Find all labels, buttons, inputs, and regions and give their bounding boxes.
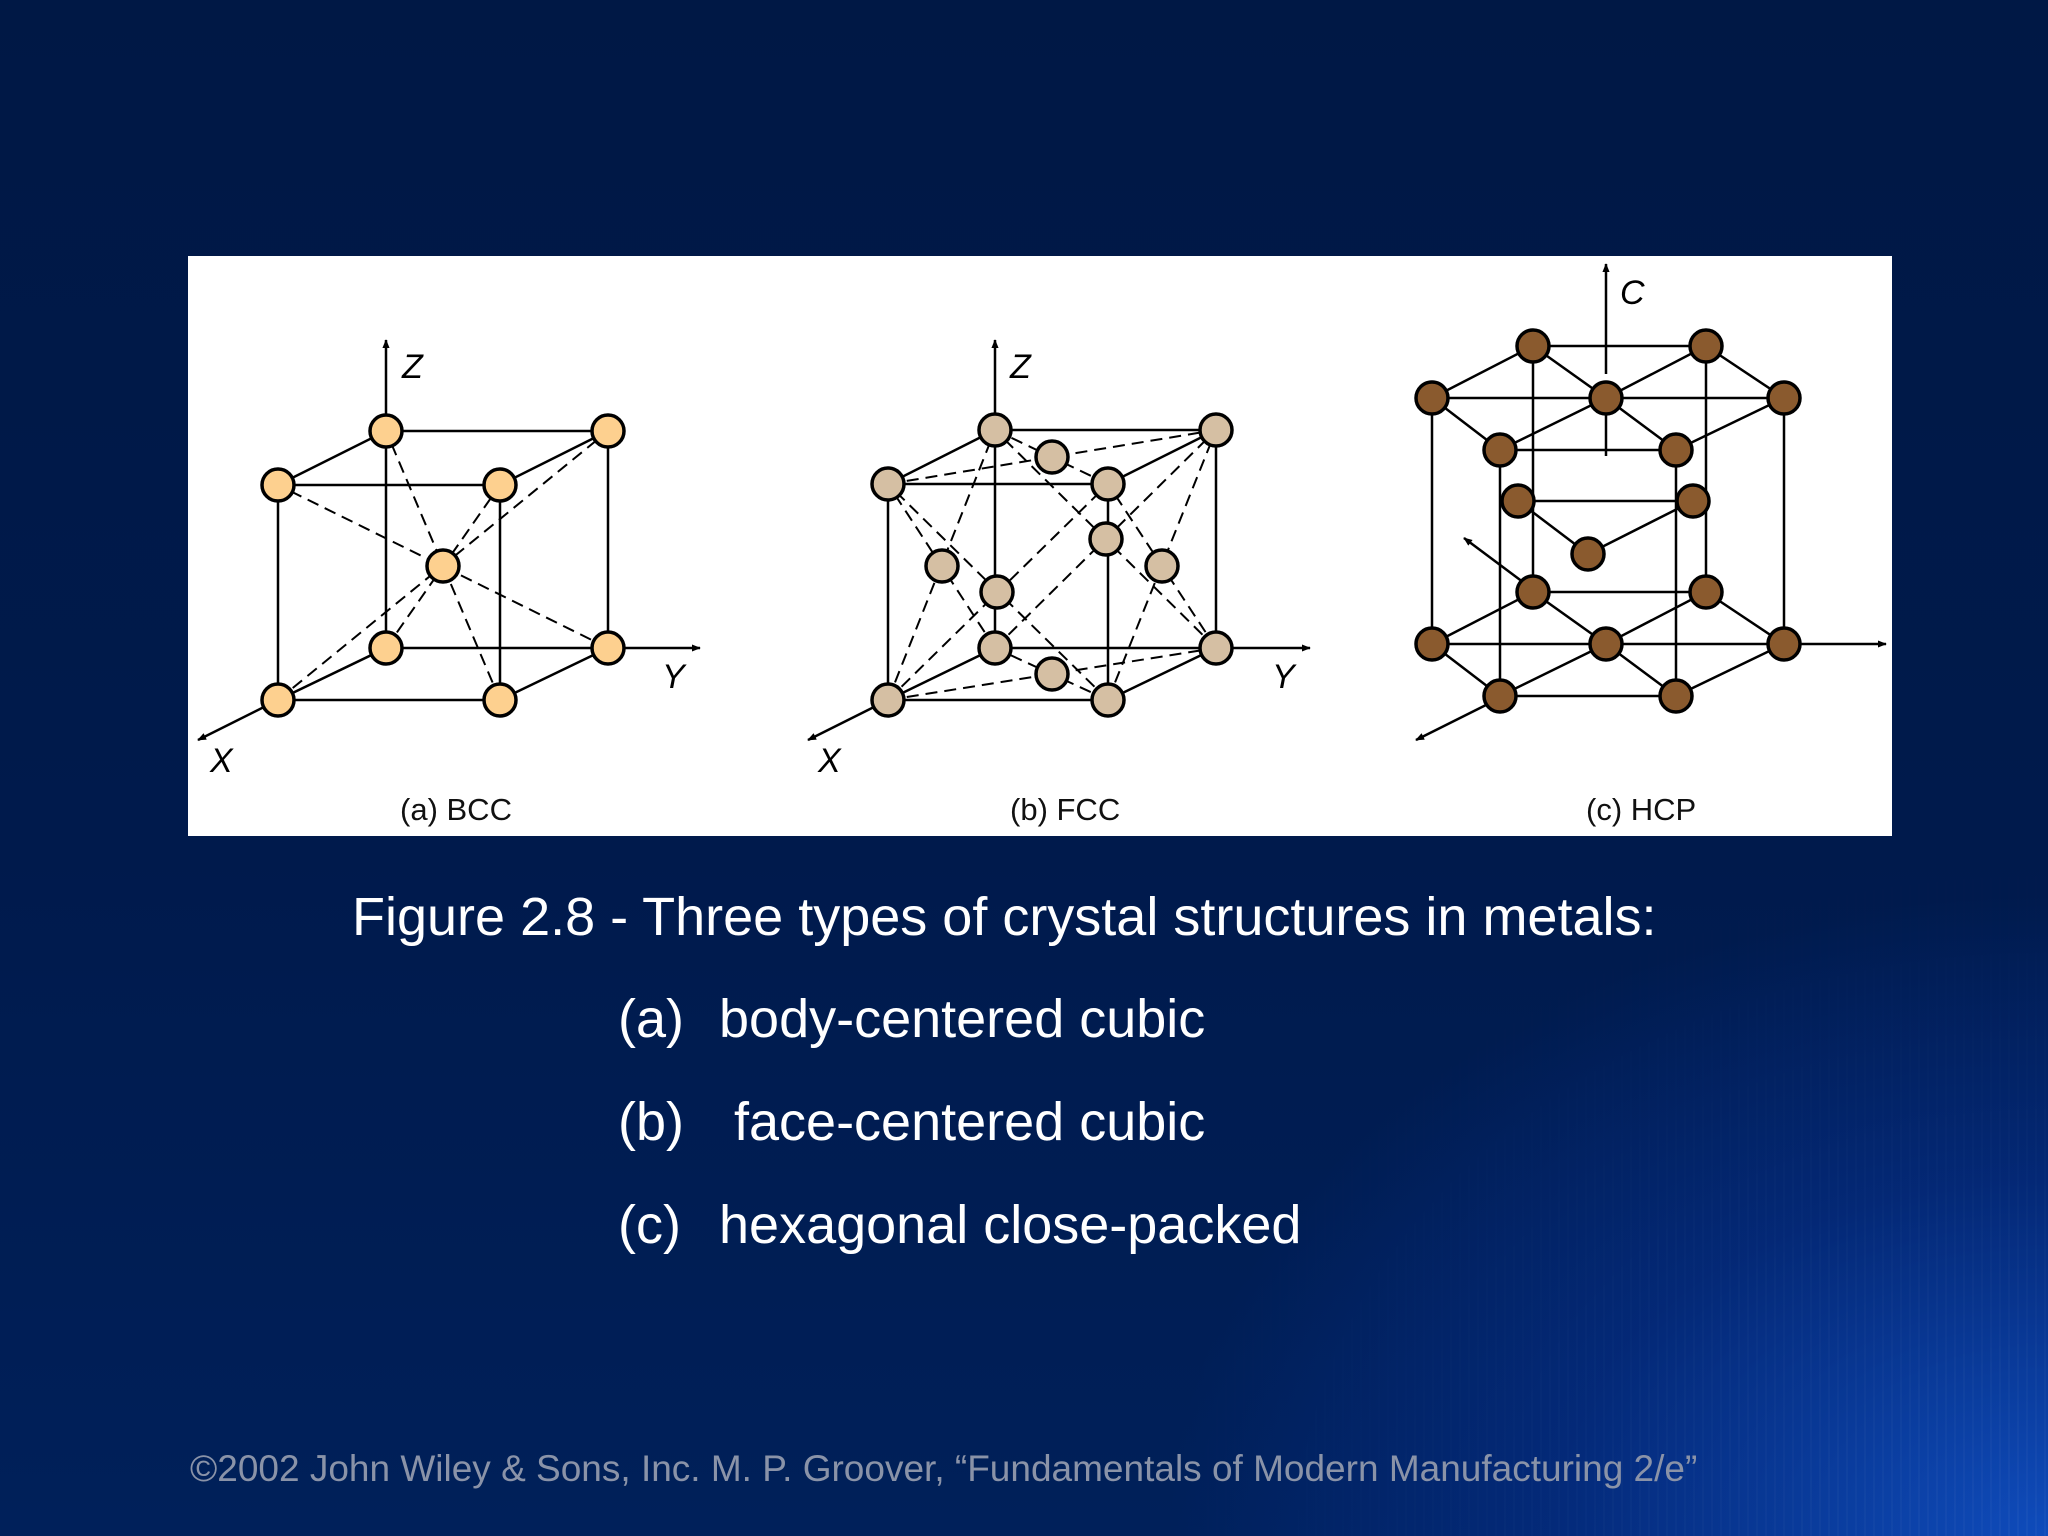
fcc-z-label: Z <box>1009 348 1032 386</box>
atom <box>1766 626 1802 662</box>
caption-item-text: face-centered cubic <box>719 1092 1206 1152</box>
atom <box>1675 483 1711 519</box>
background-stripes <box>1000 760 2048 1536</box>
bcc-y-label: Y <box>662 658 687 696</box>
atom <box>1500 483 1536 519</box>
hcp-axis-labels: C <box>1620 274 1645 312</box>
caption-item-fcc: (b) face-centered cubic <box>618 1091 1205 1153</box>
atom <box>1034 656 1070 692</box>
bcc-z-label: Z <box>401 348 424 386</box>
atom <box>1515 574 1551 610</box>
fcc-cube-edges <box>886 428 1218 702</box>
atom <box>482 467 518 503</box>
atom <box>1088 521 1124 557</box>
atom <box>260 682 296 718</box>
atom <box>1570 536 1606 572</box>
fcc-axis-labels: Z Y X <box>817 348 1297 780</box>
caption-item-text: hexagonal close-packed <box>719 1195 1302 1255</box>
caption-item-label: (b) <box>618 1092 684 1152</box>
bcc-axes <box>197 339 701 742</box>
atom <box>1766 380 1802 416</box>
atom <box>870 682 906 718</box>
caption-item-hcp: (c) hexagonal close-packed <box>618 1194 1301 1256</box>
bcc-atoms <box>260 413 626 718</box>
hcp-c-label: C <box>1620 274 1645 312</box>
atom <box>1144 548 1180 584</box>
crystal-structures-figure: Z Y X <box>197 263 1887 780</box>
atom <box>924 548 960 584</box>
hcp-caption: (c) HCP <box>1586 792 1697 827</box>
fcc-x-label: X <box>817 742 842 780</box>
atom <box>590 413 626 449</box>
figure-caption-title: Figure 2.8 - Three types of crystal stru… <box>352 887 1657 947</box>
atom <box>1688 328 1724 364</box>
atom <box>1198 630 1234 666</box>
atom <box>1414 626 1450 662</box>
hcp-atoms <box>1414 328 1802 714</box>
atom <box>1588 626 1624 662</box>
figure-panel: Z Y X <box>188 256 1892 836</box>
fcc-atoms <box>870 412 1234 718</box>
atom <box>1658 678 1694 714</box>
atom <box>590 630 626 666</box>
atom <box>260 467 296 503</box>
caption-item-label: (a) <box>618 989 684 1049</box>
atom <box>368 630 404 666</box>
atom <box>1034 439 1070 475</box>
atom <box>1588 380 1624 416</box>
atom <box>1090 682 1126 718</box>
atom <box>870 466 906 502</box>
fcc-caption: (b) FCC <box>1010 792 1121 827</box>
footer-credit: ©2002 John Wiley & Sons, Inc. M. P. Groo… <box>190 1448 1698 1489</box>
atom <box>1658 432 1694 468</box>
atom <box>482 682 518 718</box>
caption-item-text: body-centered cubic <box>719 989 1206 1049</box>
hcp-diagram: C <box>1414 263 1887 742</box>
atom <box>1688 574 1724 610</box>
atom <box>1414 380 1450 416</box>
atom <box>977 630 1013 666</box>
fcc-y-label: Y <box>1272 658 1297 696</box>
bcc-axis-labels: Z Y X <box>209 348 687 780</box>
atom <box>368 413 404 449</box>
atom <box>1090 466 1126 502</box>
atom <box>1482 432 1518 468</box>
caption-item-label: (c) <box>618 1195 681 1255</box>
caption-item-bcc: (a) body-centered cubic <box>618 988 1205 1050</box>
bcc-x-label: X <box>209 742 234 780</box>
fcc-diagram: Z Y X <box>807 339 1311 780</box>
atom <box>425 548 461 584</box>
bcc-cube-edges <box>276 429 610 702</box>
bcc-caption: (a) BCC <box>400 792 512 827</box>
bcc-diagram: Z Y X <box>197 339 701 780</box>
atom <box>1198 412 1234 448</box>
atom <box>1482 678 1518 714</box>
atom <box>977 412 1013 448</box>
atom <box>979 574 1015 610</box>
atom <box>1515 328 1551 364</box>
